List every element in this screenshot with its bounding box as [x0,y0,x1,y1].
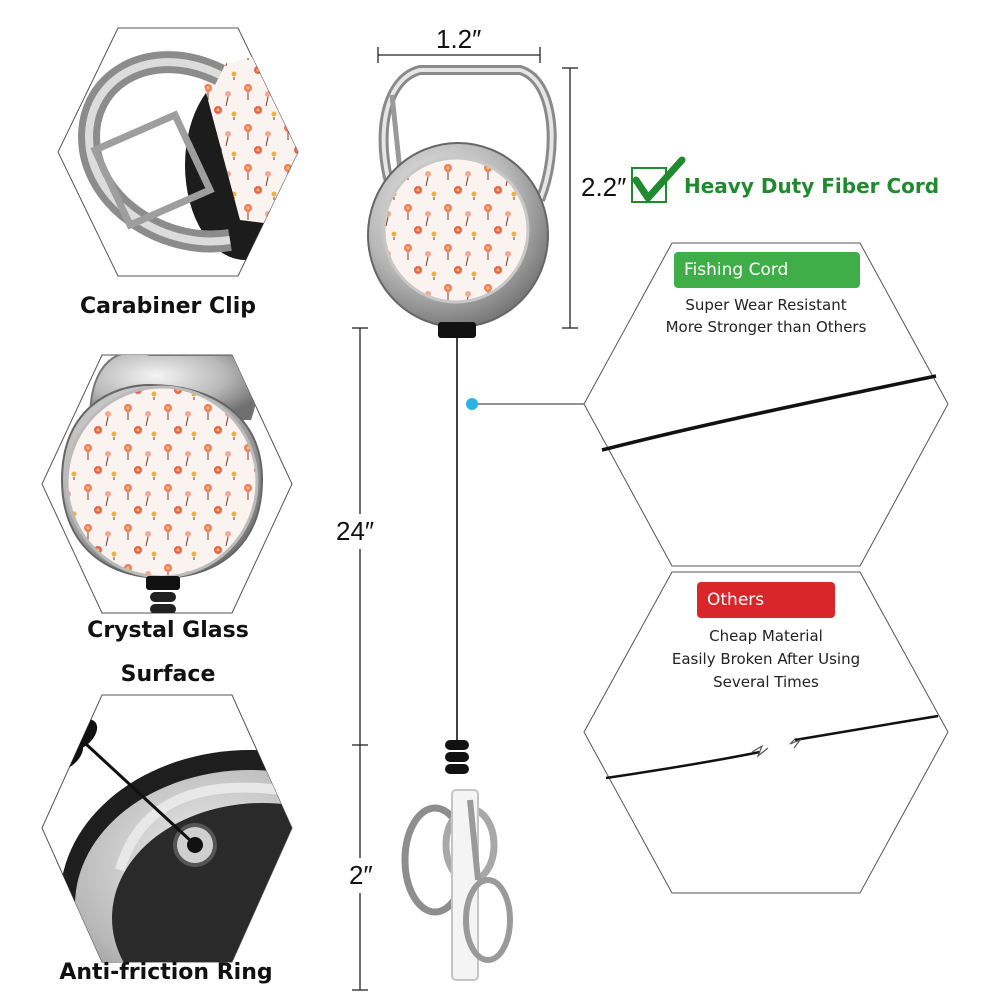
fishing-cord-badge: Fishing Cord [674,252,860,288]
badge-reel-product [367,65,557,981]
check-icon [631,156,686,203]
fishing-cord-badge-label: Fishing Cord [684,260,789,280]
glass-label-line1: Crystal Glass [87,618,249,643]
strap-length-dimension: 2″ [349,858,373,893]
fishing-cord-hexagon [583,242,949,567]
cord-length-dimension: 24″ [336,514,375,549]
ring-label: Anti-friction Ring [59,960,273,985]
glass-label-line2: Surface [120,662,216,687]
fishing-cord-line1: Super Wear Resistant [685,296,847,314]
broken-cord-line [605,714,939,780]
others-line2: Easily Broken After Using [671,650,861,668]
others-badge-label: Others [707,590,765,610]
fishing-cord-line [601,374,937,452]
others-line3: Several Times [713,673,819,691]
width-dimension: 1.2″ [436,24,482,54]
clip-label: Carabiner Clip [79,294,257,319]
heavy-duty-headline: Heavy Duty Fiber Cord [684,174,940,198]
others-line1: Cheap Material [709,627,823,645]
cord-marker-dot [466,398,478,410]
others-hexagon [583,571,949,894]
fishing-cord-line2: More Stronger than Others [665,318,867,336]
others-badge: Others [697,582,835,618]
height-dimension: 2.2″ [581,172,627,202]
